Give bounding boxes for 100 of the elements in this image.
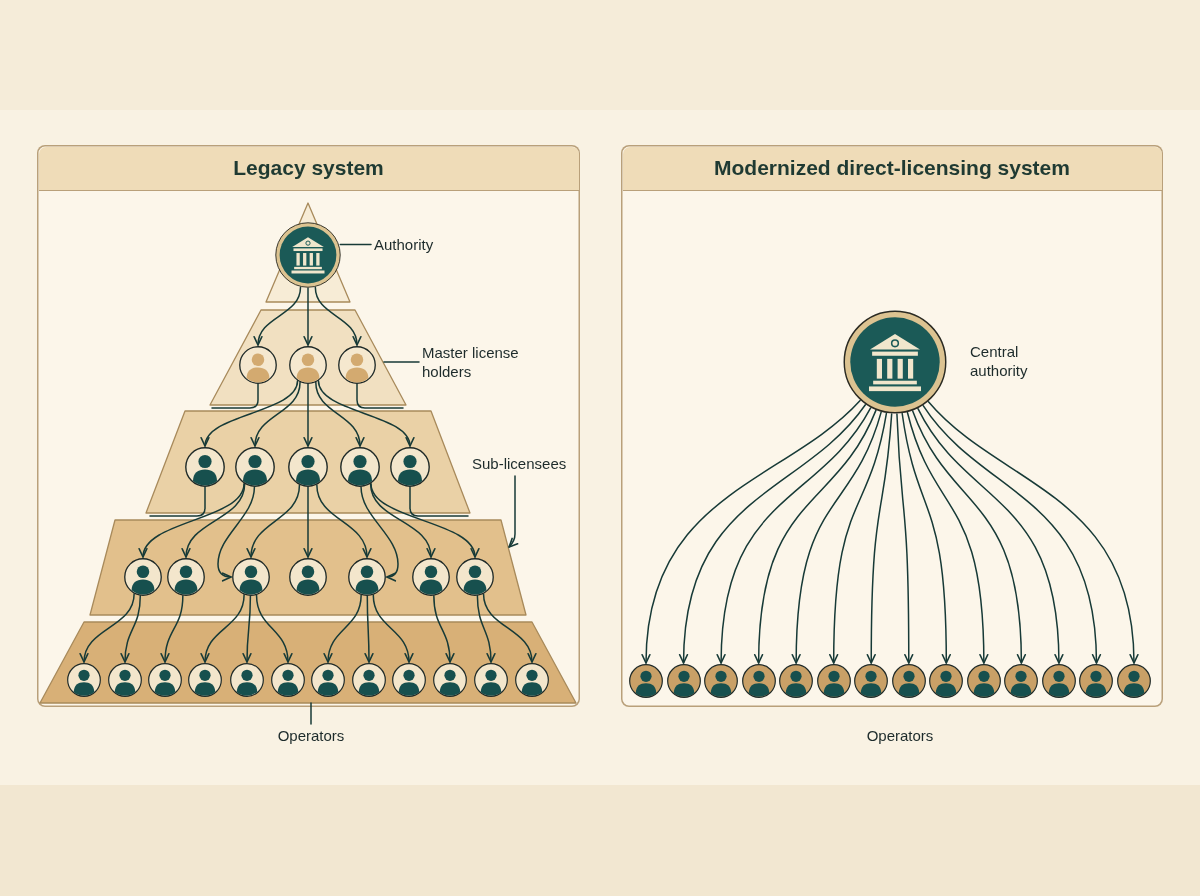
- person-icon: [108, 663, 142, 697]
- tier-label: Operators: [277, 726, 345, 745]
- person-icon: [289, 558, 327, 596]
- arrow: [314, 286, 361, 346]
- arrow: [917, 407, 1064, 664]
- person-icon: [230, 663, 264, 697]
- group-label: Operators: [866, 726, 934, 745]
- person-icon: [629, 664, 663, 698]
- person-icon: [124, 558, 162, 596]
- person-icon: [352, 663, 386, 697]
- arrow: [255, 594, 292, 663]
- person-icon: [390, 447, 430, 487]
- arrow: [303, 486, 313, 558]
- arrow: [316, 484, 371, 558]
- arrow: [716, 407, 872, 664]
- person-icon: [515, 663, 549, 697]
- person-icon: [340, 447, 380, 487]
- person-icon: [1004, 664, 1039, 698]
- connector-line: [409, 486, 469, 517]
- arrow: [372, 594, 413, 663]
- person-icon: [67, 663, 101, 697]
- person-icon: [288, 447, 328, 487]
- arrow: [217, 486, 256, 582]
- arrow: [829, 412, 888, 664]
- arrow: [247, 484, 301, 558]
- person-icon: [1041, 664, 1076, 698]
- arrow: [242, 595, 252, 663]
- person-icon: [891, 664, 926, 698]
- person-icon: [1079, 664, 1114, 698]
- panel: [621, 145, 1163, 707]
- arrow: [202, 380, 299, 447]
- person-icon: [966, 664, 1001, 698]
- arrow: [315, 381, 364, 447]
- person-icon: [167, 558, 205, 596]
- pyramid-apex: [266, 203, 350, 302]
- arrow: [754, 409, 877, 664]
- pyramid-tier: [40, 622, 576, 703]
- person-icon: [311, 663, 345, 697]
- arrow: [901, 412, 951, 664]
- arrow: [927, 401, 1139, 664]
- arrow: [303, 383, 313, 447]
- pyramid-tier: [146, 411, 470, 513]
- person-icon: [1117, 664, 1151, 698]
- leader-line: [508, 475, 519, 548]
- tier-label: Master license holders: [422, 343, 540, 381]
- person-icon: [235, 447, 275, 487]
- arrow: [679, 404, 867, 664]
- person-icon: [271, 663, 305, 697]
- building-icon: [843, 310, 947, 414]
- arrow: [364, 595, 374, 663]
- connector-line: [211, 383, 259, 409]
- connector-line: [149, 486, 206, 517]
- arrow: [120, 595, 142, 663]
- building-icon: [275, 222, 341, 288]
- pyramid-tier: [90, 520, 526, 615]
- person-icon: [185, 447, 225, 487]
- arrow: [317, 380, 413, 447]
- person-icon: [148, 663, 182, 697]
- arrow: [922, 404, 1101, 664]
- arrow: [791, 411, 882, 664]
- person-icon: [232, 558, 270, 596]
- arrow: [201, 593, 245, 663]
- arrow: [433, 595, 455, 663]
- panel: [37, 145, 580, 707]
- connector-line: [356, 383, 404, 409]
- person-icon: [239, 346, 277, 384]
- person-icon: [392, 663, 426, 697]
- panel-title: Legacy system: [233, 156, 384, 180]
- leader-line: [339, 243, 372, 246]
- arrow: [182, 483, 246, 558]
- person-icon: [412, 558, 450, 596]
- arrow: [896, 413, 914, 664]
- arrow: [360, 486, 399, 582]
- person-icon: [929, 664, 964, 698]
- person-icon: [188, 663, 222, 697]
- person-icon: [456, 558, 494, 596]
- arrow: [641, 399, 861, 664]
- person-icon: [474, 663, 508, 697]
- arrow: [482, 593, 536, 663]
- arrow: [370, 482, 478, 558]
- arrow: [324, 594, 362, 663]
- person-icon: [348, 558, 386, 596]
- person-icon: [741, 664, 776, 698]
- person-icon: [779, 664, 814, 698]
- person-icon: [433, 663, 467, 697]
- node-caption: Central authority: [970, 342, 1029, 380]
- panel-title: Modernized direct-licensing system: [714, 156, 1070, 180]
- arrow: [160, 595, 184, 663]
- arrow: [906, 411, 989, 664]
- arrow: [80, 593, 135, 663]
- arrow: [251, 381, 301, 447]
- arrow: [911, 410, 1026, 664]
- person-icon: [666, 664, 701, 698]
- leader-line: [310, 702, 312, 725]
- tier-label: Sub-licensees: [472, 454, 567, 473]
- arrow: [140, 482, 245, 558]
- person-icon: [338, 346, 376, 384]
- arrow: [303, 287, 313, 346]
- person-icon: [854, 664, 889, 698]
- pyramid-tier: [210, 310, 406, 405]
